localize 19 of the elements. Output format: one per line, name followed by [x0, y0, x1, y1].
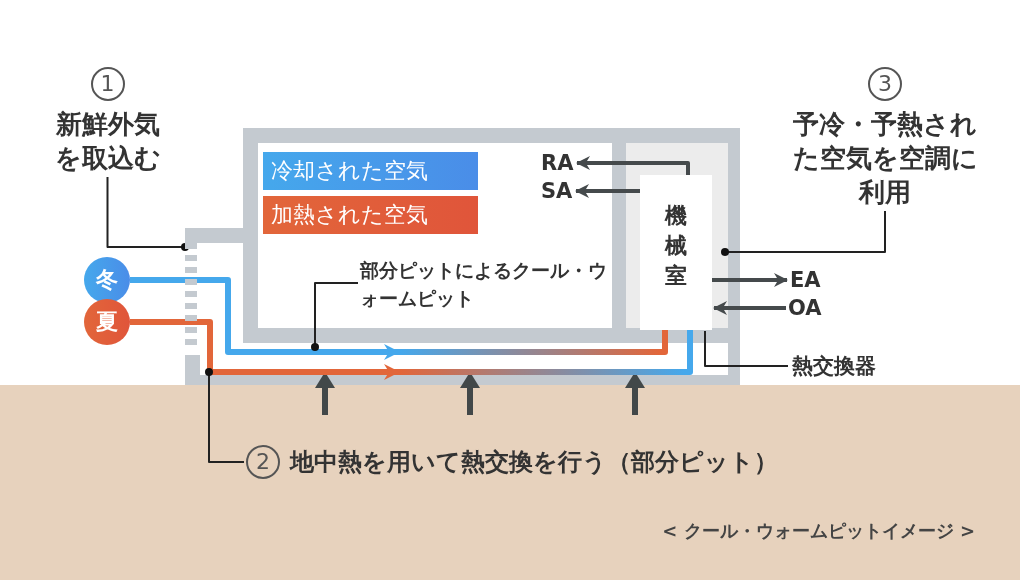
callout-text: 熱交換器	[792, 352, 922, 380]
callout-number: 2	[246, 445, 280, 479]
air-label: RA	[541, 150, 574, 176]
caption: < クール・ウォームピットイメージ >	[661, 519, 975, 543]
callout-text: 部分ピットによるクール・ウォームピット	[360, 256, 610, 312]
vent-grille	[185, 243, 197, 345]
callout-number: 3	[868, 67, 902, 101]
callout-text: 予冷・予熱された空気を空調に利用	[791, 108, 979, 209]
callout-text: 新鮮外気を取込む	[53, 108, 162, 175]
legend-label: 冷却された空気	[271, 157, 428, 185]
air-label: EA	[790, 267, 821, 293]
callout-number: 1	[90, 67, 125, 101]
air-label: OA	[788, 295, 822, 321]
legend-label: 加熱された空気	[271, 201, 428, 229]
season-marker: 冬	[84, 257, 130, 303]
machine-room-box: 機械室	[640, 175, 712, 330]
air-label: SA	[541, 178, 573, 204]
season-marker: 夏	[84, 299, 130, 345]
callout-text: 地中熱を用いて熱交換を行う（部分ピット）	[290, 447, 778, 478]
